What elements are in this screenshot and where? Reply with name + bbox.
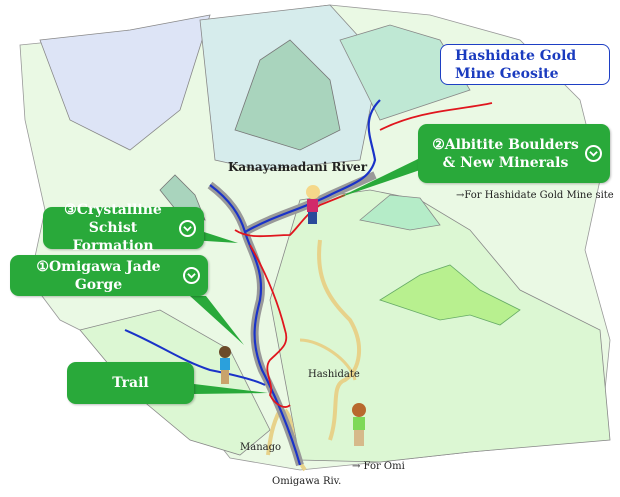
label-kanayamadani-river: Kanayamadani River [228,160,368,174]
chevron-down-circle-icon[interactable] [183,267,200,284]
callout-label: Omigawa Jade Gorge [48,258,161,293]
callout-number: ② [432,136,445,153]
label-to-omi: → For Omi [352,461,405,472]
chevron-down-circle-icon[interactable] [585,145,602,162]
callout-number: ③ [64,202,77,218]
callout-label: Albitite Boulders & New Minerals [442,136,579,171]
callout-number: ① [36,258,49,275]
callout-trail[interactable]: Trail [67,362,194,404]
geosite-title-button[interactable]: Hashidate Gold Mine Geosite [440,44,610,85]
callout-albitite-boulders[interactable]: ②Albitite Boulders & New Minerals [418,124,610,183]
label-manago: Manago [240,442,282,453]
guide-figure-red-hair [352,403,366,446]
callout-crystalline-schist[interactable]: ③Crystalline Schist Formation [43,202,204,254]
guide-figure-brown-hair [219,346,231,384]
label-to-gold-mine-site: →For Hashidate Gold Mine site [456,190,614,201]
guide-figure-blonde [306,185,320,224]
callout-label: Trail [112,375,149,391]
callout-label: Crystalline Schist Formation [72,202,162,254]
chevron-down-circle-icon[interactable] [179,219,196,237]
label-omigawa-river: Omigawa Riv. [272,476,342,487]
label-hashidate: Hashidate [308,369,360,380]
callout-omigawa-jade-gorge[interactable]: ①Omigawa Jade Gorge [10,255,208,296]
